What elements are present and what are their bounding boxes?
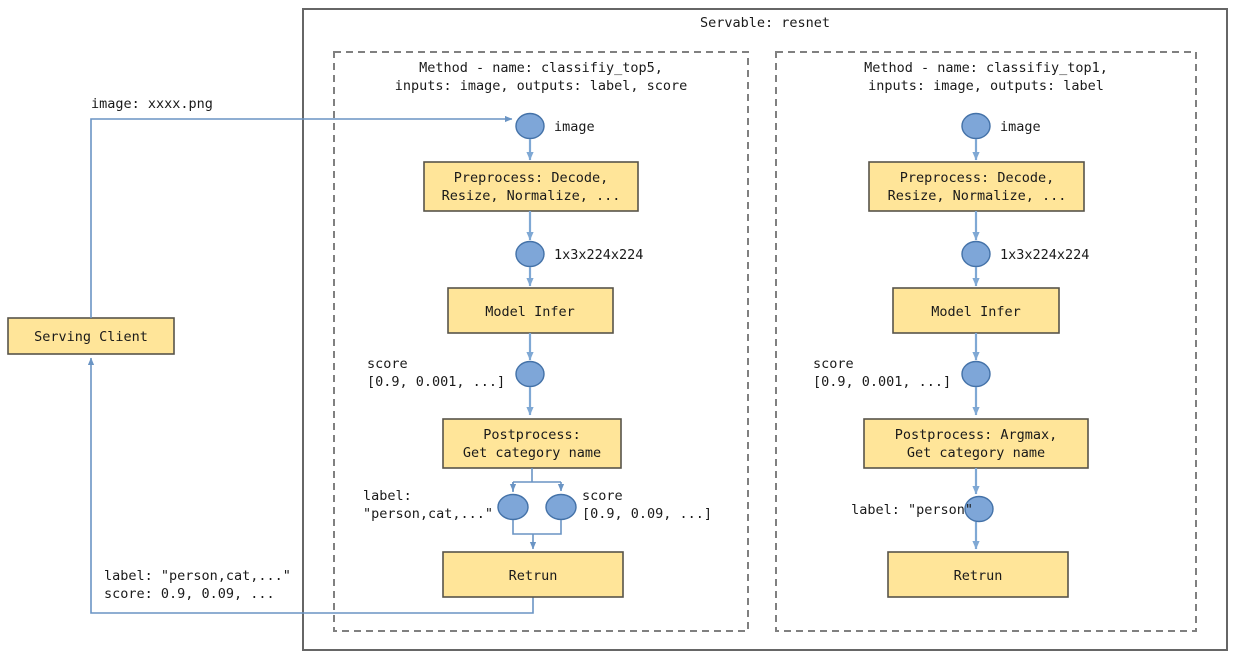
method1-preprocess-line2: Resize, Normalize, ... [442,188,621,204]
method2-header-line2: inputs: image, outputs: label [868,78,1104,94]
method2-score-node-line1: score [813,356,854,372]
method2-preprocess-line2: Resize, Normalize, ... [888,188,1067,204]
response-flow-line [87,357,534,614]
method1-model-infer-label: Model Infer [485,304,574,320]
method-frame-classify-top1 [775,51,1197,632]
method2-score-node-line2: [0.9, 0.001, ...] [813,374,951,390]
method1-fork-left-line2: "person,cat,..." [363,506,493,522]
method1-header-line2: inputs: image, outputs: label, score [395,78,688,94]
method1-return-box[interactable] [442,551,624,598]
method2-postprocess-line1: Postprocess: Argmax, [895,427,1058,443]
response-label-line1: label: "person,cat,..." [104,568,291,584]
method2-model-infer-box[interactable] [892,287,1060,334]
servable-frame [302,8,1228,651]
method1-fork-bar [512,468,561,492]
method2-score-node[interactable] [961,360,991,388]
method1-postprocess-line2: Get category name [463,445,601,461]
method2-input-node-label: image [1000,119,1041,135]
method1-score-node[interactable] [515,360,545,388]
method1-tensor-node-label: 1x3x224x224 [554,247,643,263]
method2-return-box[interactable] [887,551,1069,598]
method1-postprocess-box[interactable] [442,418,622,469]
method1-tensor-node[interactable] [515,240,545,268]
method2-postprocess-line2: Get category name [907,445,1045,461]
method2-preprocess-line1: Preprocess: Decode, [900,170,1054,186]
method1-score-node-line1: score [367,356,408,372]
method1-header-line1: Method - name: classifiy_top5, [419,60,663,76]
method2-model-infer-label: Model Infer [931,304,1020,320]
method1-join-bar [512,520,562,535]
method1-postprocess-line1: Postprocess: [483,427,581,443]
method1-input-node-label: image [554,119,595,135]
method2-postprocess-box[interactable] [863,418,1089,469]
method1-label-node[interactable] [497,493,529,521]
method2-tensor-node[interactable] [961,240,991,268]
method1-preprocess-box[interactable] [423,161,639,212]
method2-label-node-label: label: "person" [851,502,973,518]
method1-fork-left-line1: label: [363,488,412,504]
method1-preprocess-line1: Preprocess: Decode, [454,170,608,186]
method1-input-node[interactable] [515,112,545,140]
method2-tensor-node-label: 1x3x224x224 [1000,247,1089,263]
method2-input-node[interactable] [961,112,991,140]
response-label-line2: score: 0.9, 0.09, ... [104,586,275,602]
method1-model-infer-box[interactable] [447,287,614,334]
method1-fork-right-line1: score [582,488,623,504]
serving-client-box[interactable] [7,317,175,355]
method-frame-classify-top5 [333,51,749,632]
request-label: image: xxxx.png [91,96,213,112]
method2-return-label: Retrun [954,568,1003,584]
method1-fork-right-line2: [0.9, 0.09, ...] [582,506,712,522]
method1-score-node-line2: [0.9, 0.001, ...] [367,374,505,390]
method1-score-out-node[interactable] [545,493,577,521]
method2-label-node[interactable] [964,495,994,523]
serving-client-label: Serving Client [34,329,148,345]
servable-title: Servable: resnet [700,15,830,31]
request-flow-line [90,115,513,318]
method1-return-label: Retrun [509,568,558,584]
method2-header-line1: Method - name: classifiy_top1, [864,60,1108,76]
method2-preprocess-box[interactable] [868,161,1085,212]
